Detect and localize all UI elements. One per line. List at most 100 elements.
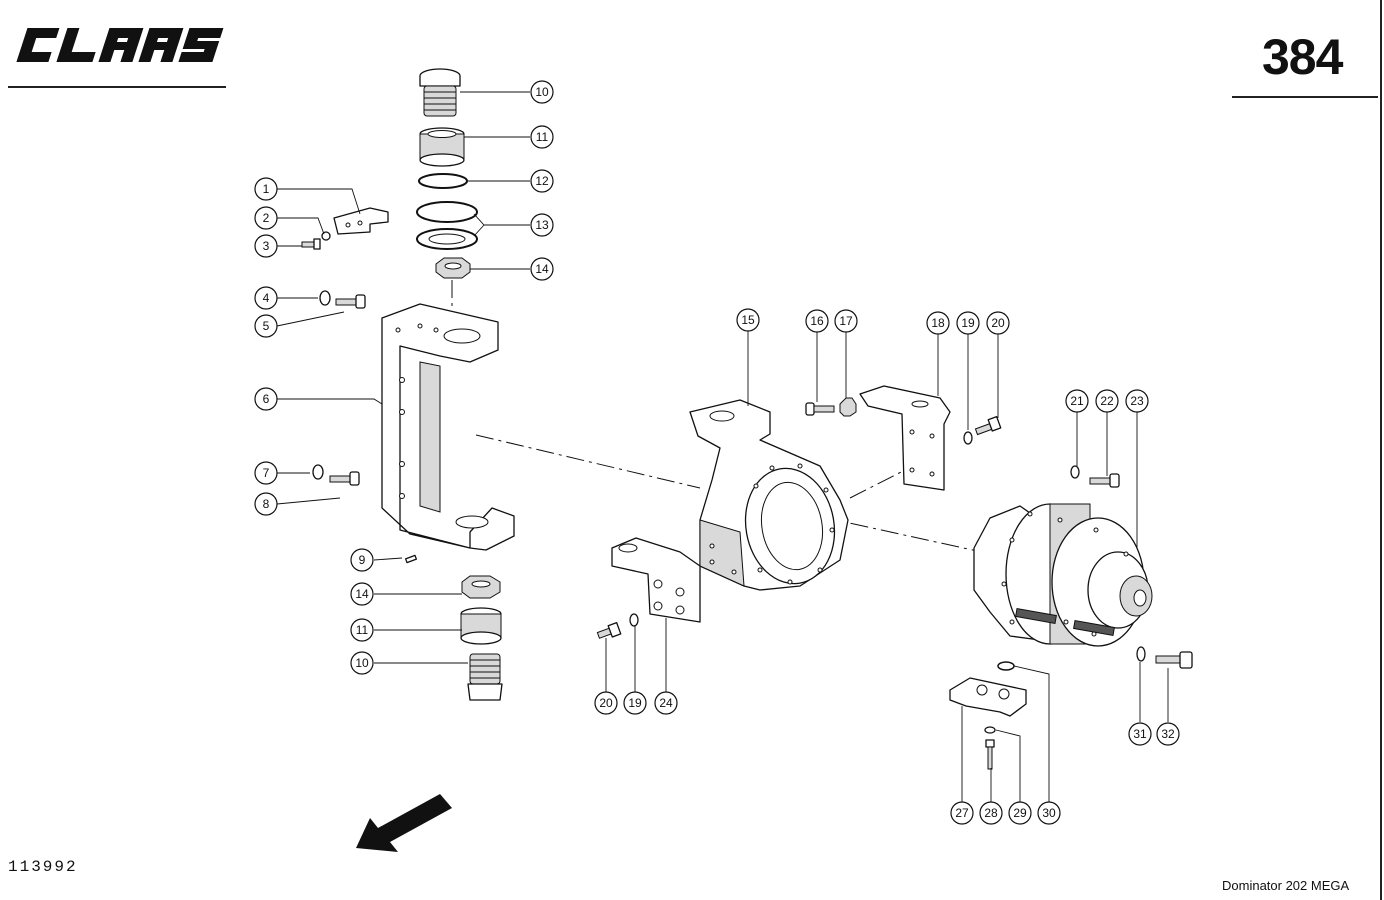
part-washer-4 (319, 290, 331, 306)
part-bushing-bottom (460, 607, 502, 645)
part-bolt-8 (329, 471, 360, 486)
svg-text:21: 21 (1070, 394, 1084, 408)
svg-text:11: 11 (356, 623, 369, 637)
svg-text:18: 18 (931, 316, 945, 330)
part-ring (418, 173, 468, 189)
part-washer-21 (1070, 465, 1080, 479)
svg-text:20: 20 (991, 316, 1005, 330)
svg-text:23: 23 (1130, 394, 1144, 408)
part-washer-7 (312, 464, 324, 480)
part-bracket-plate (333, 207, 389, 235)
part-washer-29 (984, 726, 996, 734)
svg-text:19: 19 (961, 316, 975, 330)
document-number: 113992 (8, 858, 78, 876)
callout-20-upper: 20 (986, 311, 1010, 335)
svg-text:10: 10 (355, 656, 369, 670)
callout-19-upper: 19 (956, 311, 980, 335)
callout-19-lower: 19 (623, 691, 647, 715)
machine-model: Dominator 202 MEGA (1222, 878, 1350, 893)
part-bolt-22 (1089, 473, 1120, 488)
svg-text:27: 27 (955, 806, 969, 820)
callout-24: 24 (654, 691, 678, 715)
callout-27: 27 (950, 801, 974, 825)
callout-14-lower: 14 (350, 582, 374, 606)
callout-17: 17 (834, 309, 858, 333)
callout-9: 9 (350, 548, 374, 572)
svg-text:14: 14 (535, 262, 549, 276)
callout-13: 13 (530, 213, 554, 237)
frame-right-edge (1380, 0, 1382, 900)
part-plug-bottom (467, 653, 503, 701)
svg-text:5: 5 (263, 319, 270, 333)
callout-8: 8 (254, 492, 278, 516)
svg-text:1: 1 (263, 182, 270, 196)
part-washer-2 (321, 231, 331, 241)
callout-21: 21 (1065, 389, 1089, 413)
part-washer-19-upper (963, 431, 973, 445)
part-washer-19-lower (629, 613, 639, 627)
svg-text:16: 16 (810, 314, 824, 328)
callout-5: 5 (254, 314, 278, 338)
part-knuckle-housing (689, 399, 849, 591)
callout-30: 30 (1037, 801, 1061, 825)
callout-11-upper: 11 (530, 125, 554, 149)
part-upper-arm (859, 385, 951, 491)
svg-text:7: 7 (263, 466, 270, 480)
svg-text:8: 8 (263, 497, 270, 511)
callout-11-lower: 11 (350, 618, 374, 642)
callout-12: 12 (530, 169, 554, 193)
svg-text:30: 30 (1042, 806, 1056, 820)
svg-text:12: 12 (535, 174, 549, 188)
callout-10-lower: 10 (350, 651, 374, 675)
part-bolt-32 (1155, 651, 1193, 669)
callout-3: 3 (254, 234, 278, 258)
callout-28: 28 (979, 801, 1003, 825)
svg-text:28: 28 (984, 806, 998, 820)
part-nut-top (435, 257, 471, 279)
callout-18: 18 (926, 311, 950, 335)
callout-6: 6 (254, 387, 278, 411)
svg-text:3: 3 (263, 239, 270, 253)
part-pin-9 (404, 554, 418, 564)
claas-logo (16, 28, 224, 62)
svg-text:17: 17 (839, 314, 853, 328)
callout-20-lower: 20 (594, 691, 618, 715)
callout-15: 15 (736, 308, 760, 332)
callout-10-upper: 10 (530, 80, 554, 104)
part-screw-28 (985, 739, 995, 770)
svg-text:29: 29 (1013, 806, 1027, 820)
part-bolt-16 (805, 402, 835, 416)
part-bolt-20-upper (974, 416, 1002, 436)
svg-text:4: 4 (263, 291, 270, 305)
part-lower-arm (611, 537, 701, 623)
svg-text:11: 11 (536, 130, 549, 144)
callout-2: 2 (254, 206, 278, 230)
callout-4: 4 (254, 286, 278, 310)
callout-31: 31 (1128, 722, 1152, 746)
svg-text:32: 32 (1161, 727, 1175, 741)
part-oring-30 (997, 661, 1015, 671)
header-rule-right (1232, 96, 1378, 98)
leader-lines (276, 91, 1169, 802)
svg-text:19: 19 (628, 696, 642, 710)
direction-arrow (356, 794, 452, 852)
part-bolt-5 (335, 294, 366, 309)
part-nut-bottom (461, 575, 501, 599)
page-number: 384 (1262, 29, 1343, 85)
callout-16: 16 (805, 309, 829, 333)
part-plug-top (419, 68, 461, 117)
part-yoke (381, 303, 515, 551)
svg-text:15: 15 (741, 313, 755, 327)
svg-text:10: 10 (535, 85, 549, 99)
header-rule-left (8, 86, 226, 88)
svg-text:13: 13 (535, 218, 549, 232)
part-hub-drive (973, 503, 1153, 647)
callout-32: 32 (1156, 722, 1180, 746)
part-bolt-3 (301, 238, 321, 250)
svg-text:2: 2 (263, 211, 270, 225)
svg-text:24: 24 (659, 696, 673, 710)
axis-line-kingpin (475, 434, 701, 489)
axis-line-arm (849, 469, 906, 499)
